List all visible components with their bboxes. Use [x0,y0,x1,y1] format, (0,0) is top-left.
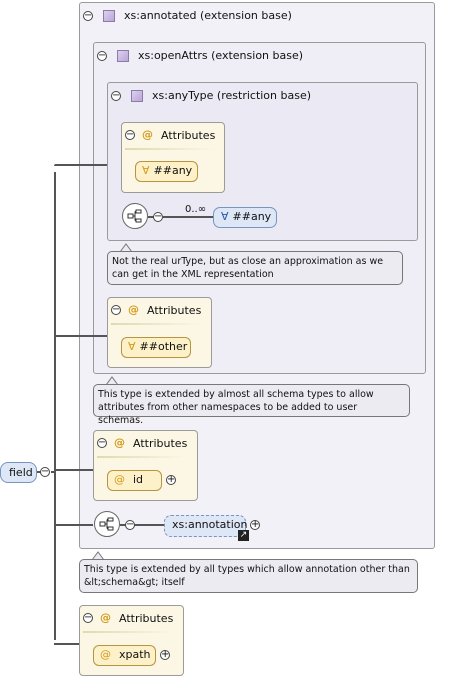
attribute-at-icon: @ [128,303,139,316]
attributes-title: Attributes [119,612,174,625]
attribute-at-icon: @ [100,648,111,661]
other-attribute-wildcard[interactable]: ∀##other [121,337,191,358]
connector-trunk [54,172,56,640]
divider [83,631,173,633]
field-collapse-icon[interactable]: − [40,466,50,477]
annotation-element[interactable]: xs:annotation [164,515,248,537]
annotated-collapse-icon[interactable]: − [83,10,93,21]
anytype-type-label: xs:anyType (restriction base) [152,89,312,102]
connector-line [54,524,93,526]
connector-line [54,643,80,645]
sequence-cardinality: 0..∞ [185,204,207,215]
any-attribute-wildcard[interactable]: ∀##any [135,161,198,182]
attributes-title: Attributes [147,304,202,317]
wildcard-icon: ∀ [128,340,136,353]
note-pointer [119,243,133,253]
attribute-at-icon: @ [114,473,125,486]
reference-arrow-icon: ↗ [238,530,249,541]
divider [125,148,215,150]
attribute-label: xpath [119,648,151,661]
complex-type-icon [117,50,129,62]
connector-line [163,216,213,218]
wildcard-label: ##any [153,164,193,177]
divider [97,456,187,458]
attributes-title: Attributes [133,437,188,450]
divider [111,323,201,325]
wildcard-icon: ∀ [142,164,150,177]
attributes-collapse-icon[interactable]: − [111,304,121,315]
attributes-collapse-icon[interactable]: − [97,437,107,448]
attribute-at-icon: @ [100,611,111,624]
attributes-title: Attributes [161,129,216,142]
complex-type-icon [103,10,115,22]
connector-line [54,164,107,166]
openattrs-note: This type is extended by almost all sche… [93,384,410,426]
xpath-attribute[interactable]: @ xpath [93,645,156,666]
attributes-collapse-icon[interactable]: − [125,129,135,140]
openattrs-type-label: xs:openAttrs (extension base) [138,49,304,62]
wildcard-label: ##other [139,340,188,353]
expand-icon[interactable]: + [166,474,176,485]
any-element-wildcard[interactable]: ∀##any [213,207,277,228]
note-pointer [91,551,105,561]
sequence-glyph-icon [99,517,114,531]
anytype-collapse-icon[interactable]: − [111,90,121,101]
connector-line [51,471,55,473]
connector-line [54,335,107,337]
sequence-collapse-icon[interactable]: − [125,519,135,530]
note-pointer [105,376,119,386]
wildcard-label: ##any [232,210,272,223]
anytype-note: Not the real urType, but as close an app… [107,251,403,285]
connector-line [120,524,126,526]
connector-line [148,216,157,218]
annotated-note: This type is extended by all types which… [79,559,418,593]
annotated-type-label: xs:annotated (extension base) [124,9,292,22]
attribute-at-icon: @ [142,128,153,141]
connector-line [54,469,94,471]
complex-type-icon [131,90,143,102]
sequence-glyph-icon [127,209,142,223]
openattrs-collapse-icon[interactable]: − [97,50,107,61]
wildcard-icon: ∀ [221,210,229,223]
attributes-collapse-icon[interactable]: − [83,612,93,623]
connector-line [134,524,164,526]
attribute-label: id [133,473,144,486]
root-element-field[interactable]: field [0,462,37,483]
sequence-collapse-icon[interactable]: − [153,211,163,222]
attribute-at-icon: @ [114,436,125,449]
id-attribute[interactable]: @ id [107,470,162,491]
expand-icon[interactable]: + [250,519,260,530]
expand-icon[interactable]: + [160,649,170,660]
